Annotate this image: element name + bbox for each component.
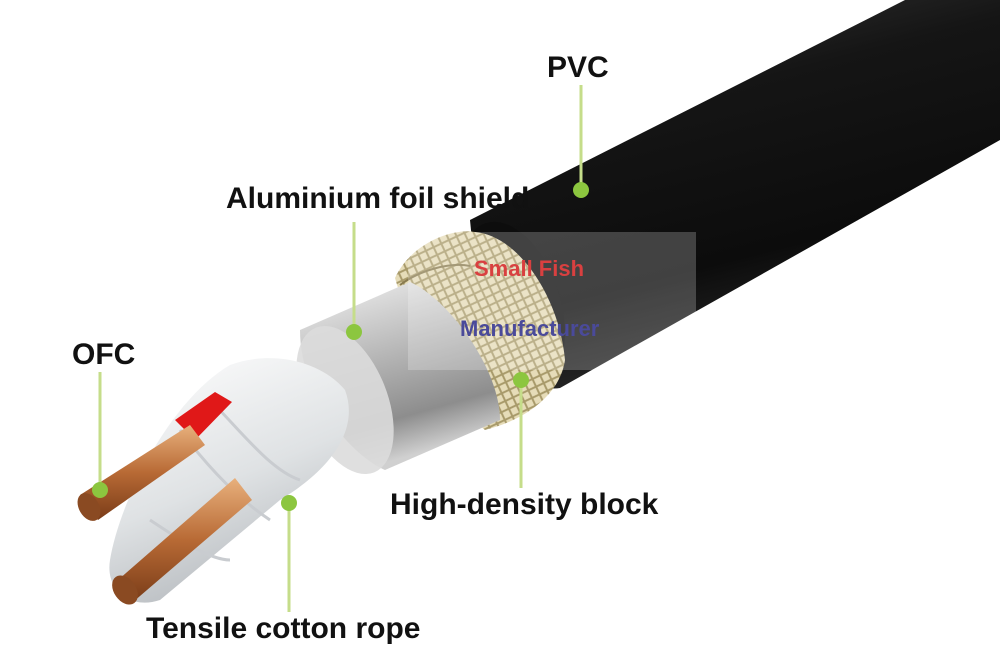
high-density-pointer-dot bbox=[513, 372, 529, 388]
copper-conductor-lower bbox=[118, 478, 252, 602]
watermark-line-2: Manufacturer bbox=[460, 316, 600, 341]
watermark-line-1: Small Fish bbox=[474, 256, 585, 281]
copper-conductor-upper bbox=[80, 425, 205, 520]
ofc-pointer-dot bbox=[92, 482, 108, 498]
label-pvc: PVC bbox=[547, 51, 609, 84]
label-high-density-block: High-density block bbox=[390, 488, 659, 521]
foil-pointer-dot bbox=[346, 324, 362, 340]
watermark-box bbox=[408, 232, 696, 370]
pvc-jacket bbox=[470, 0, 1000, 389]
label-tensile-cotton-rope: Tensile cotton rope bbox=[146, 612, 421, 645]
label-ofc: OFC bbox=[72, 338, 136, 371]
label-aluminium-foil-shield: Aluminium foil shield bbox=[226, 182, 530, 215]
pvc-pointer-dot bbox=[573, 182, 589, 198]
cotton-pointer-dot bbox=[281, 495, 297, 511]
